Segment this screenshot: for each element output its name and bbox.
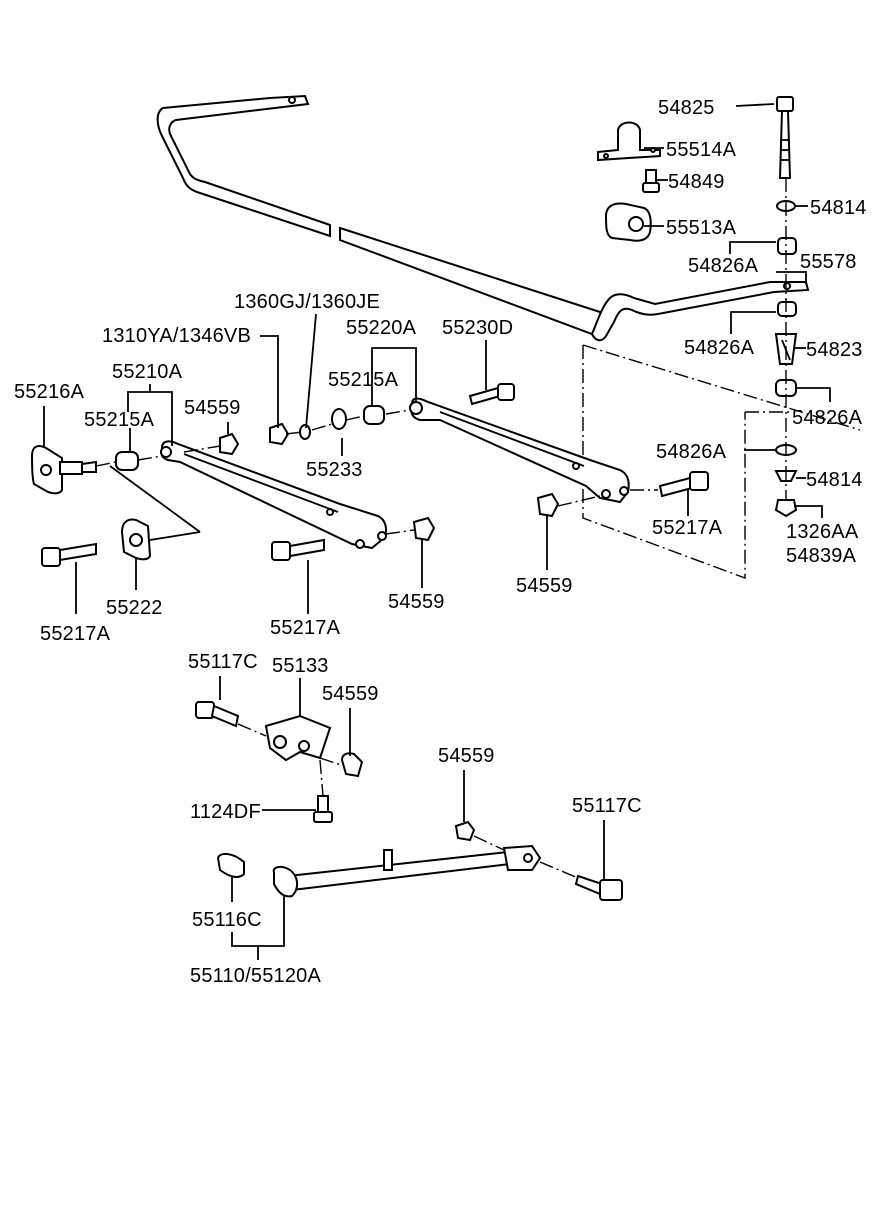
clamp-bracket	[597, 121, 661, 162]
bracket-55133	[264, 714, 332, 762]
label-55217a-left: 55217A	[40, 623, 111, 645]
lateral-rod	[272, 844, 542, 898]
assembly-guide-lines	[582, 344, 861, 580]
left-trailing-arm	[160, 440, 387, 550]
stabilizer-link-assembly	[774, 96, 798, 518]
label-55116c: 55116C	[192, 909, 262, 931]
bolt-55216a	[59, 460, 97, 475]
bolt-55217a-left	[41, 542, 97, 567]
label-54823: 54823	[806, 339, 863, 361]
label-54559-c: 54559	[388, 591, 445, 613]
nut-54559-e	[454, 820, 476, 842]
label-55110-55120a: 55110/55120A	[190, 965, 322, 987]
bar-bushing	[604, 202, 652, 242]
nut-54559-a	[219, 432, 240, 456]
part-labels: 54825 55514A 54849 54814 55513A 54826A 5…	[14, 97, 867, 987]
bracket-55216a	[30, 445, 63, 495]
label-54825: 54825	[658, 97, 715, 119]
bushing-55116c	[216, 852, 245, 878]
bolt-55117c-right	[574, 874, 623, 901]
label-1360gj-1360je: 1360GJ/1360JE	[234, 291, 380, 313]
label-55217a-right: 55217A	[652, 517, 723, 539]
label-54826a-4: 54826A	[656, 441, 727, 463]
label-55222: 55222	[106, 597, 163, 619]
label-54814-bot: 54814	[806, 469, 863, 491]
right-trailing-arm	[409, 397, 630, 504]
label-55230d: 55230D	[442, 317, 513, 339]
label-55217a-mid: 55217A	[270, 617, 341, 639]
nut-54559-right	[536, 492, 560, 518]
bolt-1124df	[313, 795, 333, 823]
label-54826a-2: 54826A	[684, 337, 755, 359]
nut-54559-b	[412, 516, 436, 542]
label-55215a-left: 55215A	[84, 409, 155, 431]
label-1310ya-1346vb: 1310YA/1346VB	[102, 325, 251, 347]
label-55117c-right: 55117C	[572, 795, 642, 817]
bushing-55215a-left	[115, 451, 139, 471]
label-1124df: 1124DF	[190, 801, 261, 823]
label-54559-e: 54559	[438, 745, 495, 767]
label-55220a: 55220A	[346, 317, 417, 339]
label-54814-top: 54814	[810, 197, 867, 219]
label-55133: 55133	[272, 655, 329, 677]
label-55216a: 55216A	[14, 381, 85, 403]
label-55233: 55233	[306, 459, 363, 481]
label-55578: 55578	[800, 251, 857, 273]
label-54839a: 54839A	[786, 545, 857, 567]
bolt-55230d	[468, 383, 515, 406]
leader-lines	[43, 103, 831, 960]
label-55513a: 55513A	[666, 217, 737, 239]
label-54559-d: 54559	[322, 683, 379, 705]
label-54559-b: 54559	[516, 575, 573, 597]
plate-55222	[120, 518, 152, 561]
label-54826a-1: 54826A	[688, 255, 759, 277]
washer-55233	[331, 408, 347, 430]
label-55215a-mid: 55215A	[328, 369, 399, 391]
nut-54559-d	[340, 752, 364, 778]
nuts-1310ya-1360gj	[269, 422, 311, 446]
label-55210a: 55210A	[112, 361, 183, 383]
clamp-bolt	[642, 169, 660, 193]
bolt-55217a-mid	[271, 538, 325, 561]
label-55514a: 55514A	[666, 139, 737, 161]
label-1326aa: 1326AA	[786, 521, 859, 543]
bolt-55217a-right	[658, 471, 709, 498]
bolt-55117c-left	[195, 701, 240, 728]
label-55117c-left: 55117C	[188, 651, 258, 673]
label-54826a-3: 54826A	[792, 407, 863, 429]
bushing-55215a-mid	[363, 405, 385, 425]
label-54559-a: 54559	[184, 397, 241, 419]
label-54849: 54849	[668, 171, 725, 193]
